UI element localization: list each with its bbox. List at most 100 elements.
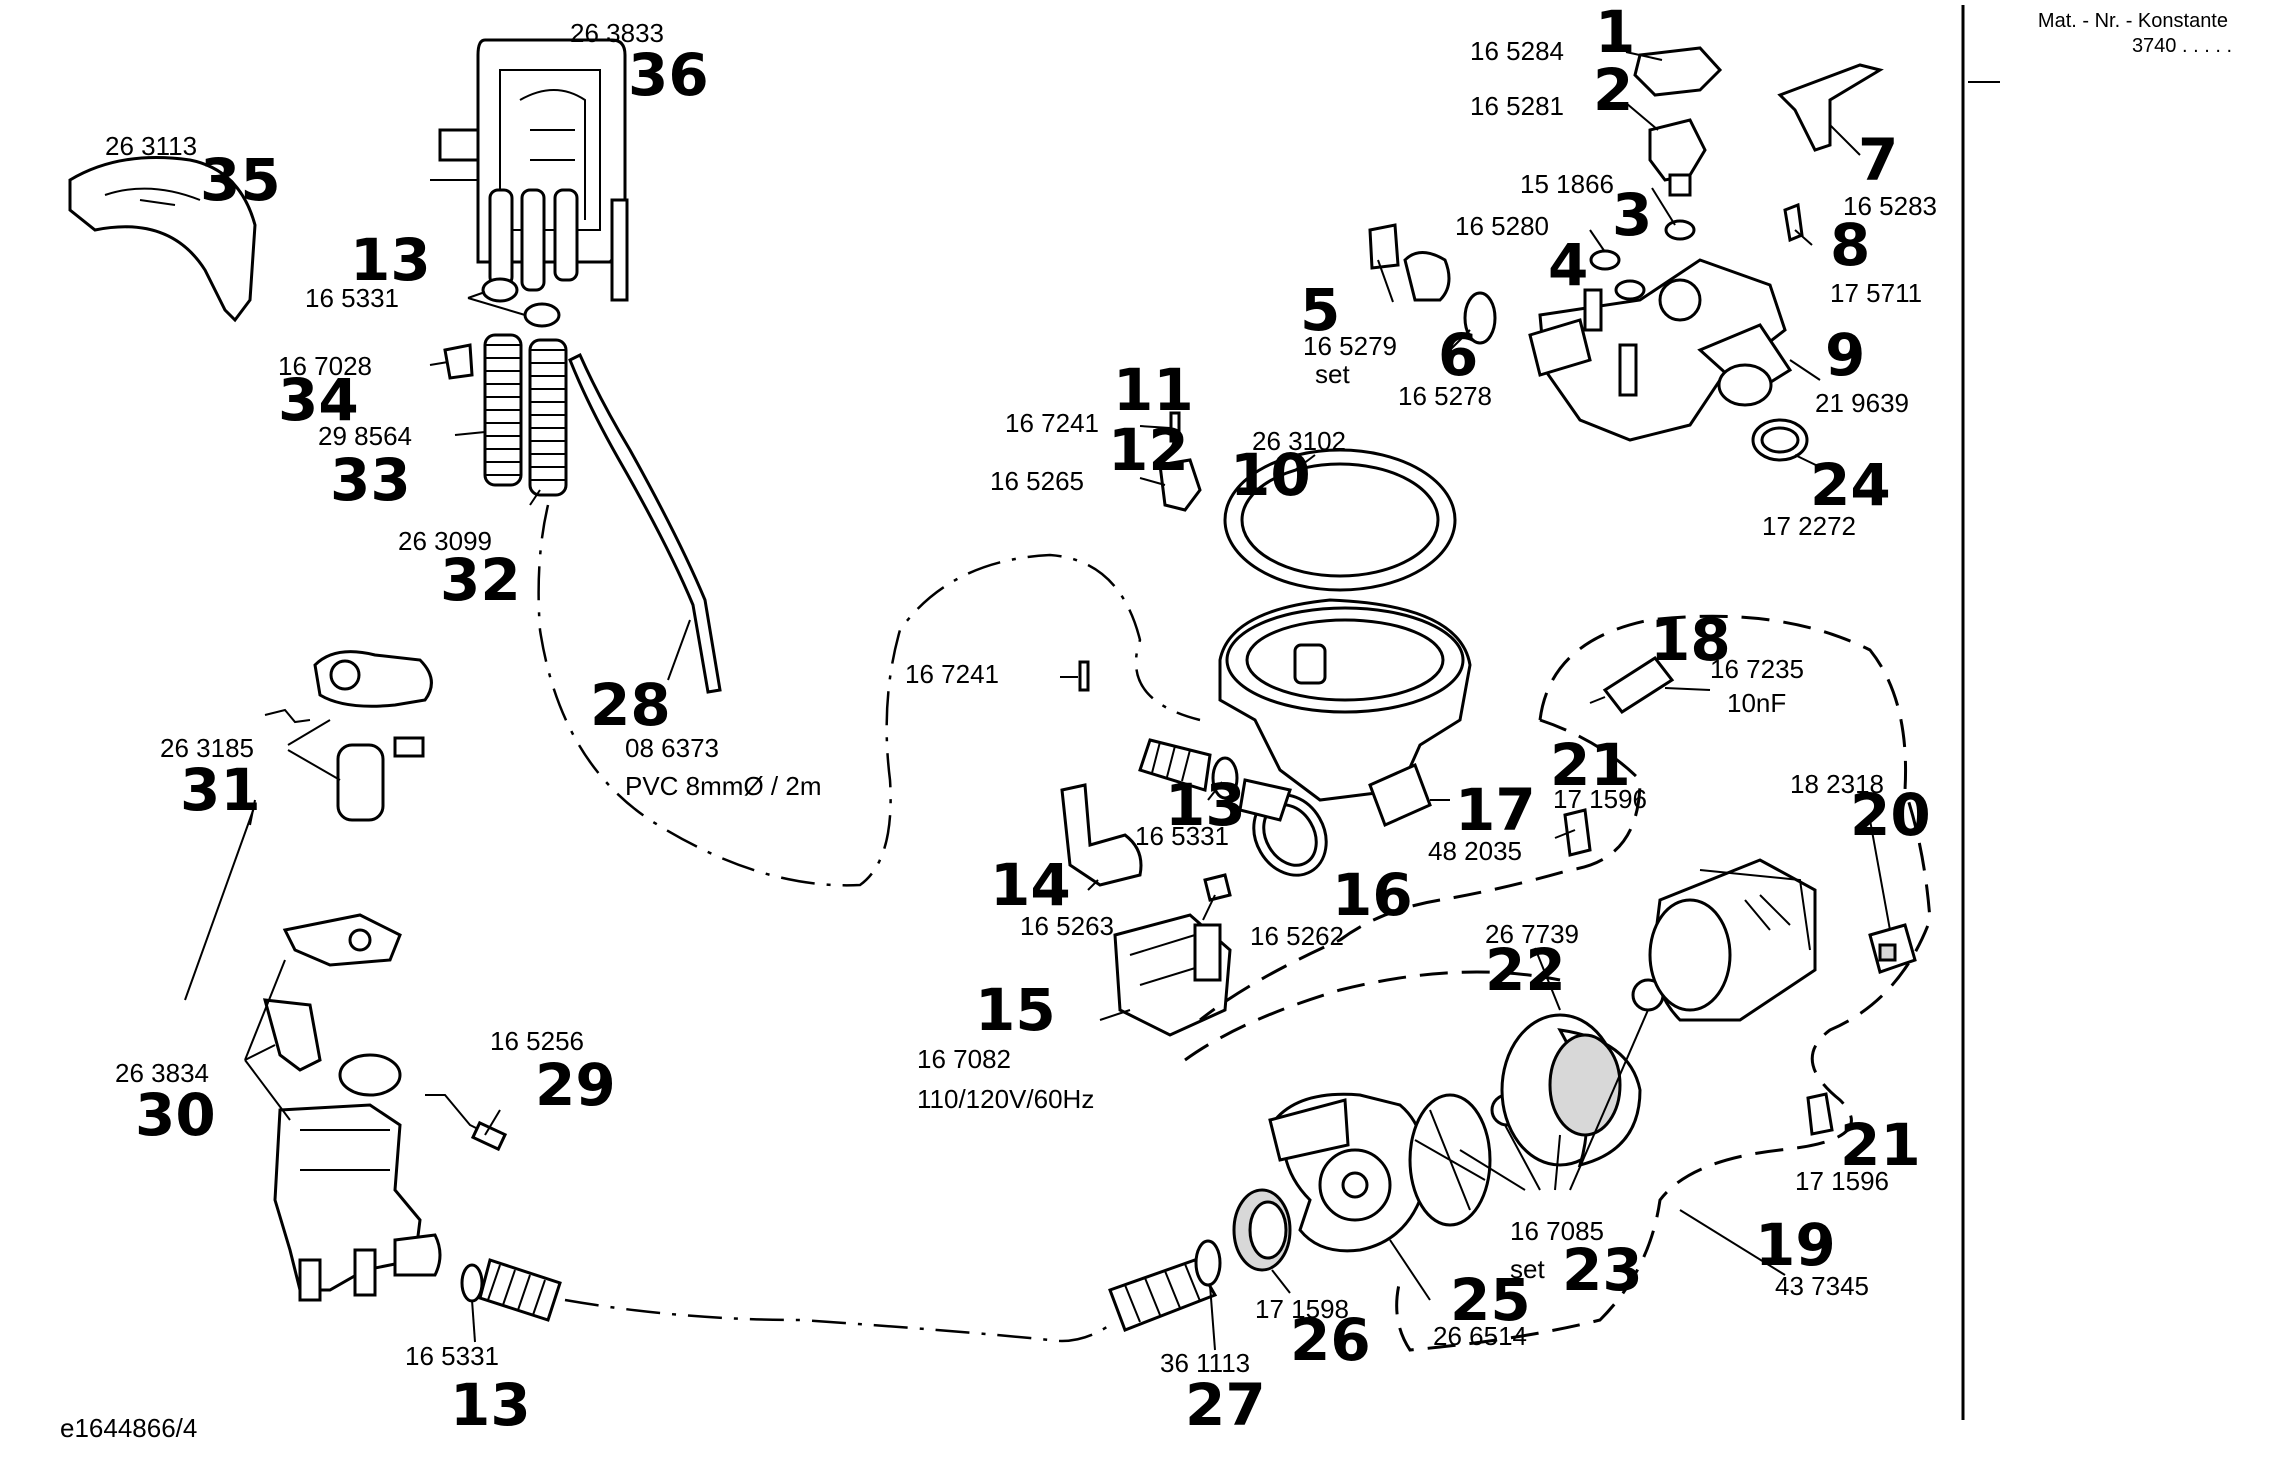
part-13-oring-bottom bbox=[460, 1263, 484, 1303]
callout-16: 16 bbox=[1332, 861, 1413, 929]
part-33-corrugated-hoses bbox=[483, 333, 568, 497]
callout-23: 23 bbox=[1562, 1236, 1643, 1304]
part-number-7: 16 5283 bbox=[1843, 191, 1937, 221]
part-5-valve-set bbox=[1368, 223, 1451, 302]
callout-10: 10 bbox=[1230, 441, 1311, 509]
dash-outline-tube-route bbox=[537, 504, 1201, 887]
part-27-drain-hose-right bbox=[1108, 1239, 1222, 1332]
part-number-8: 17 5711 bbox=[1830, 278, 1922, 308]
part-number-35: 26 3113 bbox=[105, 131, 197, 161]
callout-28: 28 bbox=[590, 671, 671, 739]
dash-outline-pump-base bbox=[1184, 970, 1561, 1062]
part-31-sensor bbox=[264, 650, 433, 822]
part-34-clip bbox=[443, 343, 474, 380]
callout-7: 7 bbox=[1858, 126, 1898, 194]
part-12-bracket bbox=[1158, 458, 1202, 512]
part-9-valve-assembly bbox=[1528, 258, 1793, 442]
part-14-bracket bbox=[1060, 783, 1143, 887]
part-number-29: 16 5256 bbox=[490, 1026, 584, 1056]
callout-6: 6 bbox=[1438, 321, 1478, 389]
part-number-5: 16 5279 bbox=[1303, 331, 1397, 361]
callout-2: 2 bbox=[1593, 56, 1633, 124]
part-number-11: 16 7241 bbox=[1005, 408, 1099, 438]
part-note-15: 110/120V/60Hz bbox=[917, 1084, 1094, 1114]
part-number-32: 26 3099 bbox=[398, 526, 492, 556]
callout-18: 18 bbox=[1650, 606, 1731, 674]
callout-35: 35 bbox=[200, 146, 281, 214]
callout-11: 11 bbox=[1113, 356, 1194, 424]
callout-33: 33 bbox=[330, 446, 411, 514]
part-number-21-lower: 17 1596 bbox=[1795, 1166, 1889, 1196]
callout-22: 22 bbox=[1485, 936, 1566, 1004]
part-number-3: 15 1866 bbox=[1520, 169, 1614, 199]
part-24-hose-clamp bbox=[1751, 418, 1809, 462]
part-number-20: 18 2318 bbox=[1790, 769, 1884, 799]
part-number-22: 26 7739 bbox=[1485, 919, 1579, 949]
part-11-pin bbox=[1169, 411, 1181, 443]
part-number-33: 29 8564 bbox=[318, 421, 412, 451]
part-number-24: 17 2272 bbox=[1762, 511, 1856, 541]
part-7-deflector bbox=[1777, 63, 1884, 152]
part-3-oring bbox=[1664, 219, 1696, 241]
part-number-18: 16 7235 bbox=[1710, 654, 1804, 684]
part-note-5: set bbox=[1315, 359, 1350, 389]
callout-12: 12 bbox=[1108, 416, 1189, 484]
part-21-clip-upper bbox=[1563, 808, 1592, 857]
callout-31: 31 bbox=[180, 756, 261, 824]
dash-outline-drain-route bbox=[564, 1298, 1111, 1343]
part-number-16: 16 5262 bbox=[1250, 921, 1344, 951]
part-number-2: 16 5281 bbox=[1470, 91, 1564, 121]
callout-1: 1 bbox=[1595, 0, 1635, 66]
callout-26: 26 bbox=[1290, 1306, 1371, 1374]
callout-24: 24 bbox=[1810, 451, 1891, 519]
callout-17: 17 bbox=[1455, 776, 1536, 844]
part-10-seal-ring bbox=[1223, 448, 1457, 592]
part-number-27: 36 1113 bbox=[1160, 1348, 1250, 1378]
callout-3: 3 bbox=[1612, 181, 1652, 249]
part-25-pump-housing bbox=[1268, 1092, 1428, 1253]
part-20-connector bbox=[1868, 923, 1917, 974]
callout-20: 20 bbox=[1850, 781, 1931, 849]
header-title: Mat. - Nr. - Konstante bbox=[2038, 10, 2228, 32]
part-number-19: 43 7345 bbox=[1775, 1271, 1869, 1301]
callout-13-bottom: 13 bbox=[450, 1371, 531, 1439]
part-30-sump-assembly bbox=[262, 913, 442, 1302]
part-23-impeller-set bbox=[1408, 978, 1665, 1227]
callout-21-lower: 21 bbox=[1840, 1111, 1921, 1179]
part-number-34: 16 7028 bbox=[278, 351, 372, 381]
callout-29: 29 bbox=[535, 1051, 616, 1119]
part-27-drain-hose-left bbox=[478, 1258, 562, 1322]
part-number-6: 16 5278 bbox=[1398, 381, 1492, 411]
part-6-oring bbox=[1463, 291, 1497, 345]
part-number-9: 21 9639 bbox=[1815, 388, 1909, 418]
callout-21-upper: 21 bbox=[1550, 731, 1631, 799]
drawing-id: e1644866/4 bbox=[60, 1413, 197, 1443]
part-number-21-upper: 17 1596 bbox=[1553, 784, 1647, 814]
part-4-oring bbox=[1589, 249, 1646, 301]
part-note-23: set bbox=[1510, 1254, 1545, 1284]
callout-34: 34 bbox=[278, 366, 359, 434]
part-17-sump bbox=[1218, 598, 1472, 828]
part-18-capacitor bbox=[1589, 655, 1675, 715]
part-2-coil bbox=[1648, 118, 1707, 197]
part-number-17: 48 2035 bbox=[1428, 836, 1522, 866]
part-13-spring-center bbox=[1138, 738, 1292, 822]
callout-9: 9 bbox=[1825, 321, 1865, 389]
part-21-clip-lower bbox=[1806, 1092, 1834, 1136]
leader-lines bbox=[184, 51, 1891, 1351]
part-number-23: 16 7085 bbox=[1510, 1216, 1604, 1246]
part-number-31: 26 3185 bbox=[160, 733, 254, 763]
part-16-5262-clip bbox=[1203, 873, 1232, 902]
part-note-28: PVC 8mmØ / 2m bbox=[625, 771, 821, 801]
callout-32: 32 bbox=[440, 546, 521, 614]
part-number-13-center: 16 5331 bbox=[1135, 821, 1229, 851]
part-26-grommet bbox=[1232, 1188, 1292, 1272]
callout-19: 19 bbox=[1755, 1211, 1836, 1279]
part-36-air-break-manifold bbox=[430, 38, 629, 302]
part-note-18: 10nF bbox=[1727, 688, 1786, 718]
part-number-13-bottom: 16 5331 bbox=[405, 1341, 499, 1371]
part-loose-pin bbox=[1078, 660, 1090, 692]
callout-14: 14 bbox=[990, 851, 1071, 919]
part-13-orings-top bbox=[481, 277, 561, 328]
